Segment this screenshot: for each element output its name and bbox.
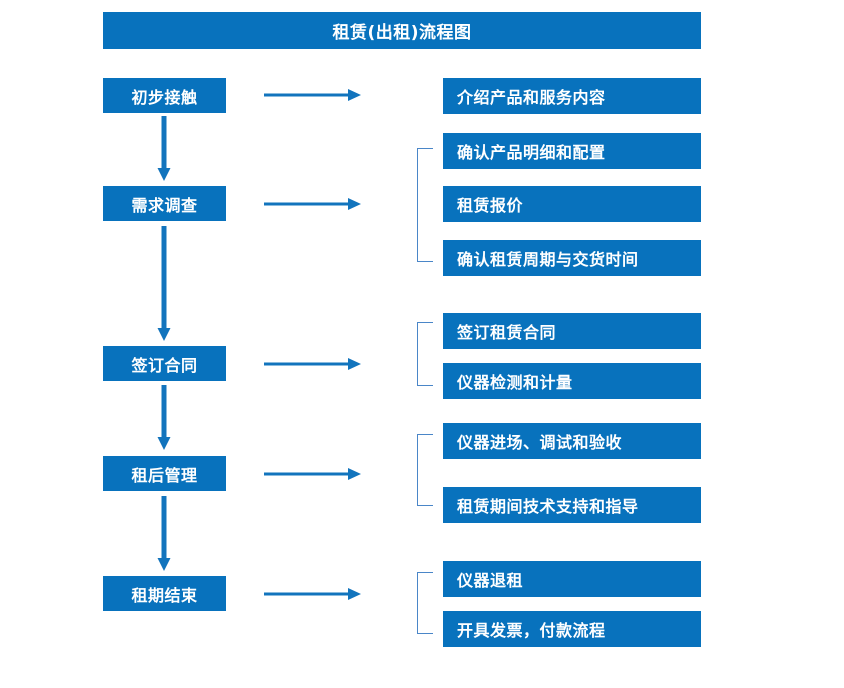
arrow-down-icon-contact-to-needs	[157, 116, 171, 182]
bracket-end-group	[417, 572, 433, 634]
arrow-right-icon-to-introduce	[264, 87, 362, 101]
bracket-management-group	[417, 434, 433, 506]
stage-box-lease-end[interactable]: 租期结束	[103, 576, 226, 611]
detail-box-invoice-payment[interactable]: 开具发票，付款流程	[443, 611, 701, 647]
detail-box-instrument-inspection[interactable]: 仪器检测和计量	[443, 363, 701, 399]
stage-box-sign-contract[interactable]: 签订合同	[103, 346, 226, 381]
arrow-right-icon-to-contract-group	[264, 356, 362, 370]
stage-label: 租后管理	[131, 465, 198, 485]
detail-box-confirm-lease-period[interactable]: 确认租赁周期与交货时间	[443, 240, 701, 276]
flowchart-title-bar: 租赁(出租)流程图	[103, 12, 701, 49]
stage-box-initial-contact[interactable]: 初步接触	[103, 78, 226, 113]
detail-label: 介绍产品和服务内容	[457, 88, 606, 107]
detail-box-instrument-entry-debug[interactable]: 仪器进场、调试和验收	[443, 423, 701, 459]
bracket-needs-group	[417, 148, 433, 262]
detail-label: 仪器退租	[457, 571, 524, 590]
detail-label: 开具发票，付款流程	[457, 621, 606, 640]
stage-label: 初步接触	[131, 87, 198, 107]
arrow-right-icon-to-needs-group	[264, 196, 362, 210]
stage-label: 租期结束	[131, 585, 198, 605]
detail-label: 租赁期间技术支持和指导	[457, 497, 639, 516]
page-title: 租赁(出租)流程图	[332, 23, 472, 43]
arrow-down-icon-needs-to-contract	[157, 226, 171, 342]
bracket-contract-group	[417, 322, 433, 386]
detail-label: 确认租赁周期与交货时间	[457, 250, 639, 269]
detail-label: 签订租赁合同	[457, 323, 557, 342]
detail-box-confirm-product-details[interactable]: 确认产品明细和配置	[443, 133, 701, 169]
detail-box-instrument-return[interactable]: 仪器退租	[443, 561, 701, 597]
arrow-right-icon-to-end-group	[264, 586, 362, 600]
detail-box-technical-support[interactable]: 租赁期间技术支持和指导	[443, 487, 701, 523]
detail-label: 租赁报价	[457, 196, 524, 215]
detail-box-introduce-products[interactable]: 介绍产品和服务内容	[443, 78, 701, 114]
stage-label: 签订合同	[131, 355, 198, 375]
detail-label: 仪器进场、调试和验收	[457, 433, 623, 452]
stage-box-post-rental-management[interactable]: 租后管理	[103, 456, 226, 491]
stage-box-needs-survey[interactable]: 需求调查	[103, 186, 226, 221]
detail-box-rental-quotation[interactable]: 租赁报价	[443, 186, 701, 222]
arrow-right-icon-to-management-group	[264, 466, 362, 480]
detail-label: 确认产品明细和配置	[457, 143, 606, 162]
arrow-down-icon-contract-to-management	[157, 385, 171, 451]
detail-box-sign-rental-contract[interactable]: 签订租赁合同	[443, 313, 701, 349]
stage-label: 需求调查	[131, 195, 198, 215]
detail-label: 仪器检测和计量	[457, 373, 573, 392]
arrow-down-icon-management-to-end	[157, 496, 171, 572]
